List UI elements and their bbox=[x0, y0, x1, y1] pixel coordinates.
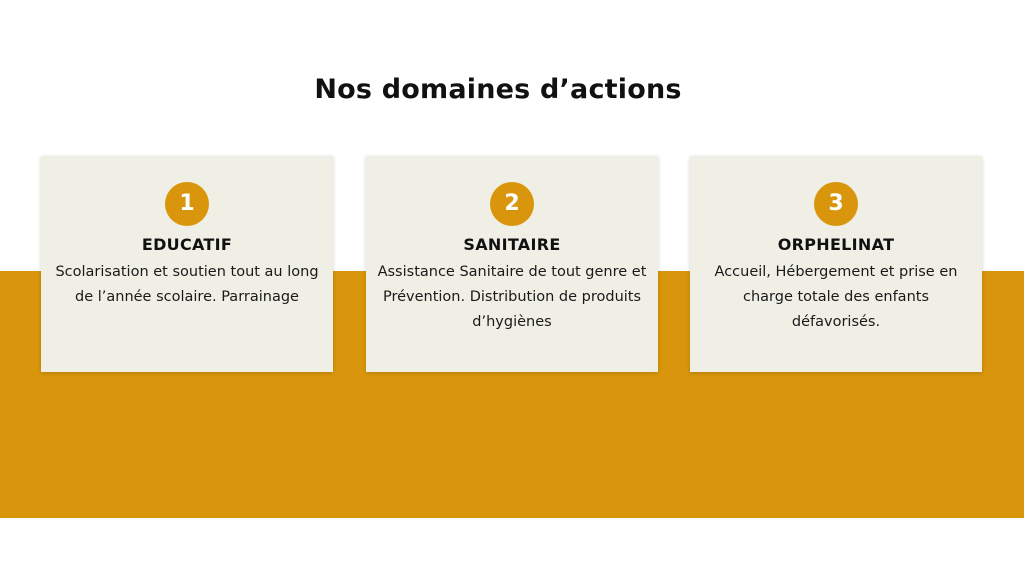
card-title: ORPHELINAT bbox=[777, 235, 895, 254]
number-badge: 3 bbox=[814, 182, 858, 226]
card-title: EDUCATIF bbox=[141, 235, 233, 254]
action-card-sanitaire: 2 SANITAIRE Assistance Sanitaire de tout… bbox=[366, 156, 658, 372]
card-text: Accueil, Hébergement et prise en charge … bbox=[714, 264, 958, 330]
action-card-educatif: 1 EDUCATIF Scolarisation et soutien tout… bbox=[41, 156, 333, 372]
number-badge: 2 bbox=[490, 182, 534, 226]
card-text: Scolarisation et soutien tout au long de… bbox=[55, 264, 319, 305]
card-text: Assistance Sanitaire de tout genre et Pr… bbox=[377, 264, 647, 330]
action-card-orphelinat: 3 ORPHELINAT Accueil, Hébergement et pri… bbox=[690, 156, 982, 372]
card-title: SANITAIRE bbox=[463, 235, 561, 254]
number-badge: 1 bbox=[165, 182, 209, 226]
page-title: Nos domaines d’actions bbox=[314, 74, 682, 105]
